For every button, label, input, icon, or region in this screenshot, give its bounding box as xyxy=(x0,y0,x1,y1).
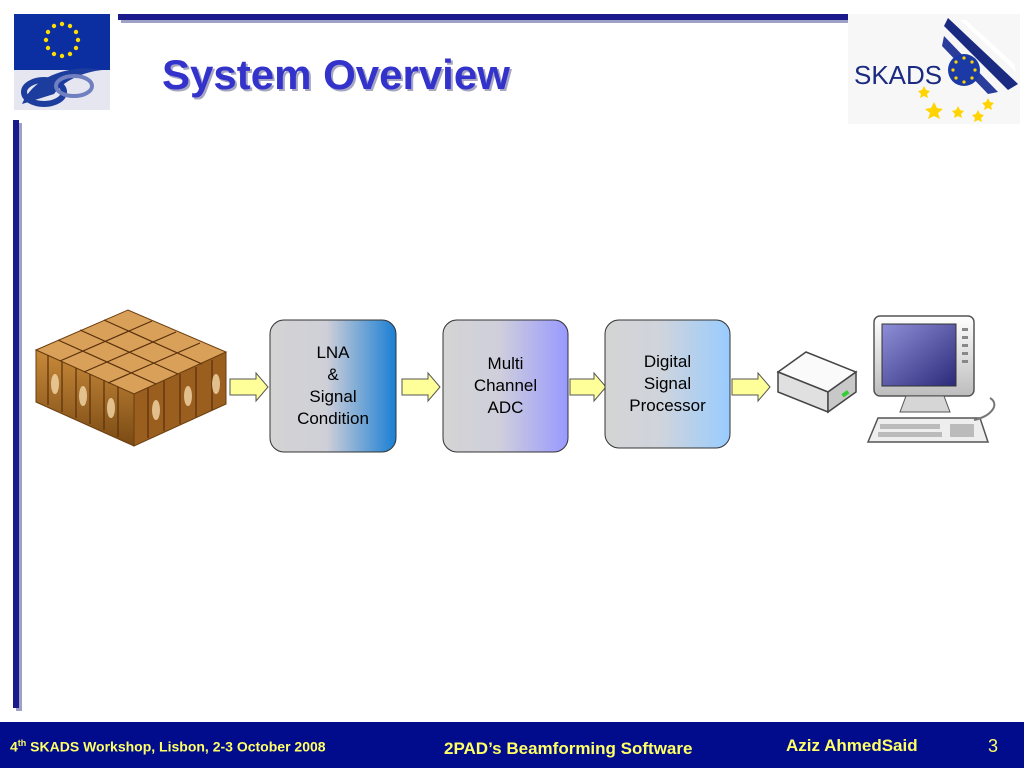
arrow-3 xyxy=(569,371,607,403)
left-rule xyxy=(13,120,19,708)
footer-page-number: 3 xyxy=(988,736,999,756)
computer-icon xyxy=(866,315,996,443)
dsp-block: Digital Signal Processor xyxy=(605,320,730,448)
dsp-block-label: Digital Signal Processor xyxy=(629,352,706,415)
slide-title: System Overview xyxy=(162,51,510,98)
footer-presentation-title: 2PAD’s Beamforming Software xyxy=(444,739,693,758)
footer-workshop-suffix: th xyxy=(17,738,27,748)
footer-workshop: 4th SKADS Workshop, Lisbon, 2-3 October … xyxy=(10,738,326,755)
adc-block-label: Multi Channel ADC xyxy=(473,354,538,417)
lna-block: LNA & Signal Condition xyxy=(270,320,396,452)
adc-block: Multi Channel ADC xyxy=(443,320,568,452)
footer-author: Aziz AhmedSaid xyxy=(786,736,918,755)
eu-fp6-logo xyxy=(14,14,110,110)
lna-block-label: LNA & Signal Condition xyxy=(297,343,369,428)
dsp-block-bg xyxy=(604,319,731,449)
arrow-2 xyxy=(401,371,441,403)
arrow-4 xyxy=(731,371,771,403)
arrow-1 xyxy=(229,371,269,403)
skads-logo: SKADS xyxy=(848,14,1020,124)
storage-drive-icon xyxy=(776,351,858,414)
lna-block-bg xyxy=(269,319,397,453)
footer-workshop-text: SKADS Workshop, Lisbon, 2-3 October 2008 xyxy=(26,738,326,755)
antenna-array-icon xyxy=(34,309,228,447)
skads-logo-text: SKADS xyxy=(854,60,942,90)
footer-bar: 4th SKADS Workshop, Lisbon, 2-3 October … xyxy=(0,722,1024,768)
adc-block-bg xyxy=(442,319,569,453)
top-rule xyxy=(118,14,926,20)
footer-workshop-ordinal: 4 xyxy=(10,738,18,755)
